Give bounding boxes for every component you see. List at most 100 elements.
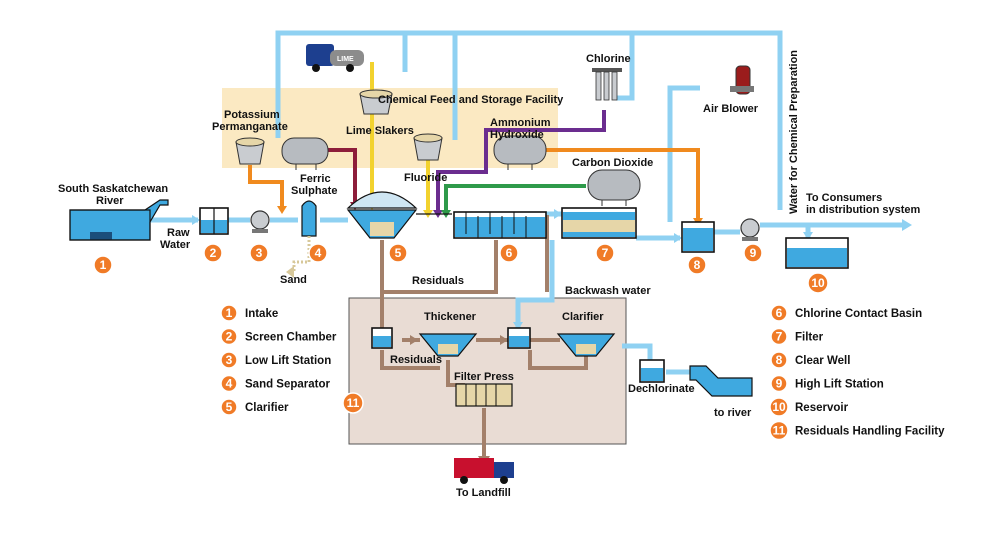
- legend-number: 4: [226, 377, 233, 391]
- chlorine-contact-basin: [453, 211, 547, 239]
- reservoir: [785, 237, 849, 269]
- legend-number: 9: [776, 377, 783, 391]
- carbon-dioxide-tank-icon: [587, 169, 641, 206]
- legend-item: 4 Sand Separator: [220, 374, 331, 393]
- legend-label: Clarifier: [245, 402, 289, 414]
- water-for-chemical-preparation-pipes: [275, 30, 783, 222]
- badge-6: 6: [499, 243, 519, 263]
- chemical-feed-lines: [248, 62, 700, 222]
- legend-number: 10: [772, 400, 786, 414]
- residual-lines: [380, 215, 588, 460]
- landfill-truck-icon: [454, 458, 514, 484]
- legend-number-badge: [770, 351, 788, 369]
- svg-text:8: 8: [694, 258, 701, 272]
- legend-item: 9 High Lift Station: [770, 374, 884, 393]
- legend-number-badge: [770, 304, 788, 322]
- badge-2: 2: [203, 243, 223, 263]
- legend-label: Chlorine Contact Basin: [795, 308, 922, 320]
- badge-9: 9: [743, 243, 763, 263]
- svg-text:10: 10: [811, 276, 825, 290]
- legend-number-badge: [220, 398, 238, 416]
- lime-truck-icon: LIME: [306, 44, 364, 72]
- sand-label: Sand: [280, 274, 307, 286]
- lime-truck-label: LIME: [337, 56, 354, 63]
- svg-text:7: 7: [602, 246, 609, 260]
- legend-label: Clear Well: [795, 355, 850, 367]
- air-blower-icon: [730, 65, 754, 95]
- potassium-line-2: Permanganate: [212, 121, 288, 133]
- backwash-water-pipe: [515, 240, 555, 328]
- svg-text:4: 4: [315, 246, 322, 260]
- filter-press: [455, 383, 513, 407]
- potassium-permanganate-tank-icon: [235, 137, 265, 165]
- screen-chamber: [199, 207, 229, 235]
- legend-number-badge: [770, 374, 788, 393]
- legend-number-badge: [220, 351, 238, 369]
- air-blower-label: Air Blower: [703, 103, 759, 115]
- residuals-clarifier: [556, 333, 616, 357]
- receiving-river: [689, 365, 753, 397]
- legend-number-badge: [770, 327, 788, 346]
- backwash-water-label: Backwash water: [565, 285, 651, 297]
- legend-label: Sand Separator: [245, 379, 331, 391]
- dechlorinate-tank: [639, 359, 665, 383]
- residuals-small-tank-2: [507, 327, 531, 349]
- clarifier-residuals-label: Clarifier: [562, 311, 604, 323]
- dechlorinate-label: Dechlorinate: [628, 383, 695, 395]
- low-lift-pump: [250, 210, 270, 233]
- chlorine-cylinders-icon: [592, 68, 622, 101]
- legend-item: 10 Reservoir: [769, 397, 849, 417]
- legend-number-badge: [220, 327, 238, 346]
- legend-number: 11: [773, 424, 786, 438]
- legend-label: Screen Chamber: [245, 332, 337, 344]
- chemical-facility-label: Chemical Feed and Storage Facility: [378, 94, 564, 106]
- legend-label: High Lift Station: [795, 379, 884, 391]
- residuals-low-label: Residuals: [390, 354, 442, 366]
- clarifier-5: [346, 191, 452, 239]
- fluoride-tank-icon: [413, 133, 443, 161]
- svg-text:6: 6: [506, 246, 513, 260]
- svg-text:5: 5: [395, 246, 402, 260]
- water-for-chemical-preparation-label: Water for Chemical Preparation: [788, 50, 800, 214]
- ferric-sulphate-label: Ferric Sulphate: [291, 173, 337, 197]
- lime-slaker-tank-icon: [359, 89, 393, 115]
- legend-number: 3: [226, 353, 233, 367]
- residuals-small-tank-1: [371, 327, 393, 349]
- thickener: [418, 333, 478, 357]
- filter-press-label: Filter Press: [454, 371, 514, 383]
- lime-slakers-label: Lime Slakers: [346, 125, 414, 137]
- legend-label: Intake: [245, 308, 278, 320]
- badge-8: 8: [687, 255, 707, 275]
- badge-3: 3: [249, 243, 269, 263]
- badge-10: 10: [807, 272, 829, 294]
- residuals-facility-zone: [348, 297, 627, 445]
- svg-text:2: 2: [210, 246, 217, 260]
- legend-label: Filter: [795, 332, 824, 344]
- legend-number-badge: [220, 304, 238, 322]
- carbon-dioxide-label: Carbon Dioxide: [572, 157, 653, 169]
- badge-7: 7: [595, 243, 615, 263]
- legend-number: 7: [776, 330, 783, 344]
- legend-label: Reservoir: [795, 402, 849, 414]
- legend-number: 6: [776, 306, 783, 320]
- high-lift-pump: [740, 218, 760, 241]
- svg-text:3: 3: [256, 246, 263, 260]
- potassium-line-1: Potassium: [224, 109, 280, 121]
- legend-item: 5 Clarifier: [220, 398, 289, 416]
- river-label: South Saskatchewan River: [58, 183, 171, 207]
- residuals-top-label: Residuals: [412, 275, 464, 287]
- filter: [561, 207, 637, 239]
- to-landfill-label: To Landfill: [456, 487, 511, 499]
- badge-11: 11: [342, 392, 364, 414]
- legend-number-badge: [769, 397, 789, 417]
- legend-number: 5: [226, 400, 233, 414]
- to-consumers-label: To Consumers in distribution system: [806, 192, 921, 216]
